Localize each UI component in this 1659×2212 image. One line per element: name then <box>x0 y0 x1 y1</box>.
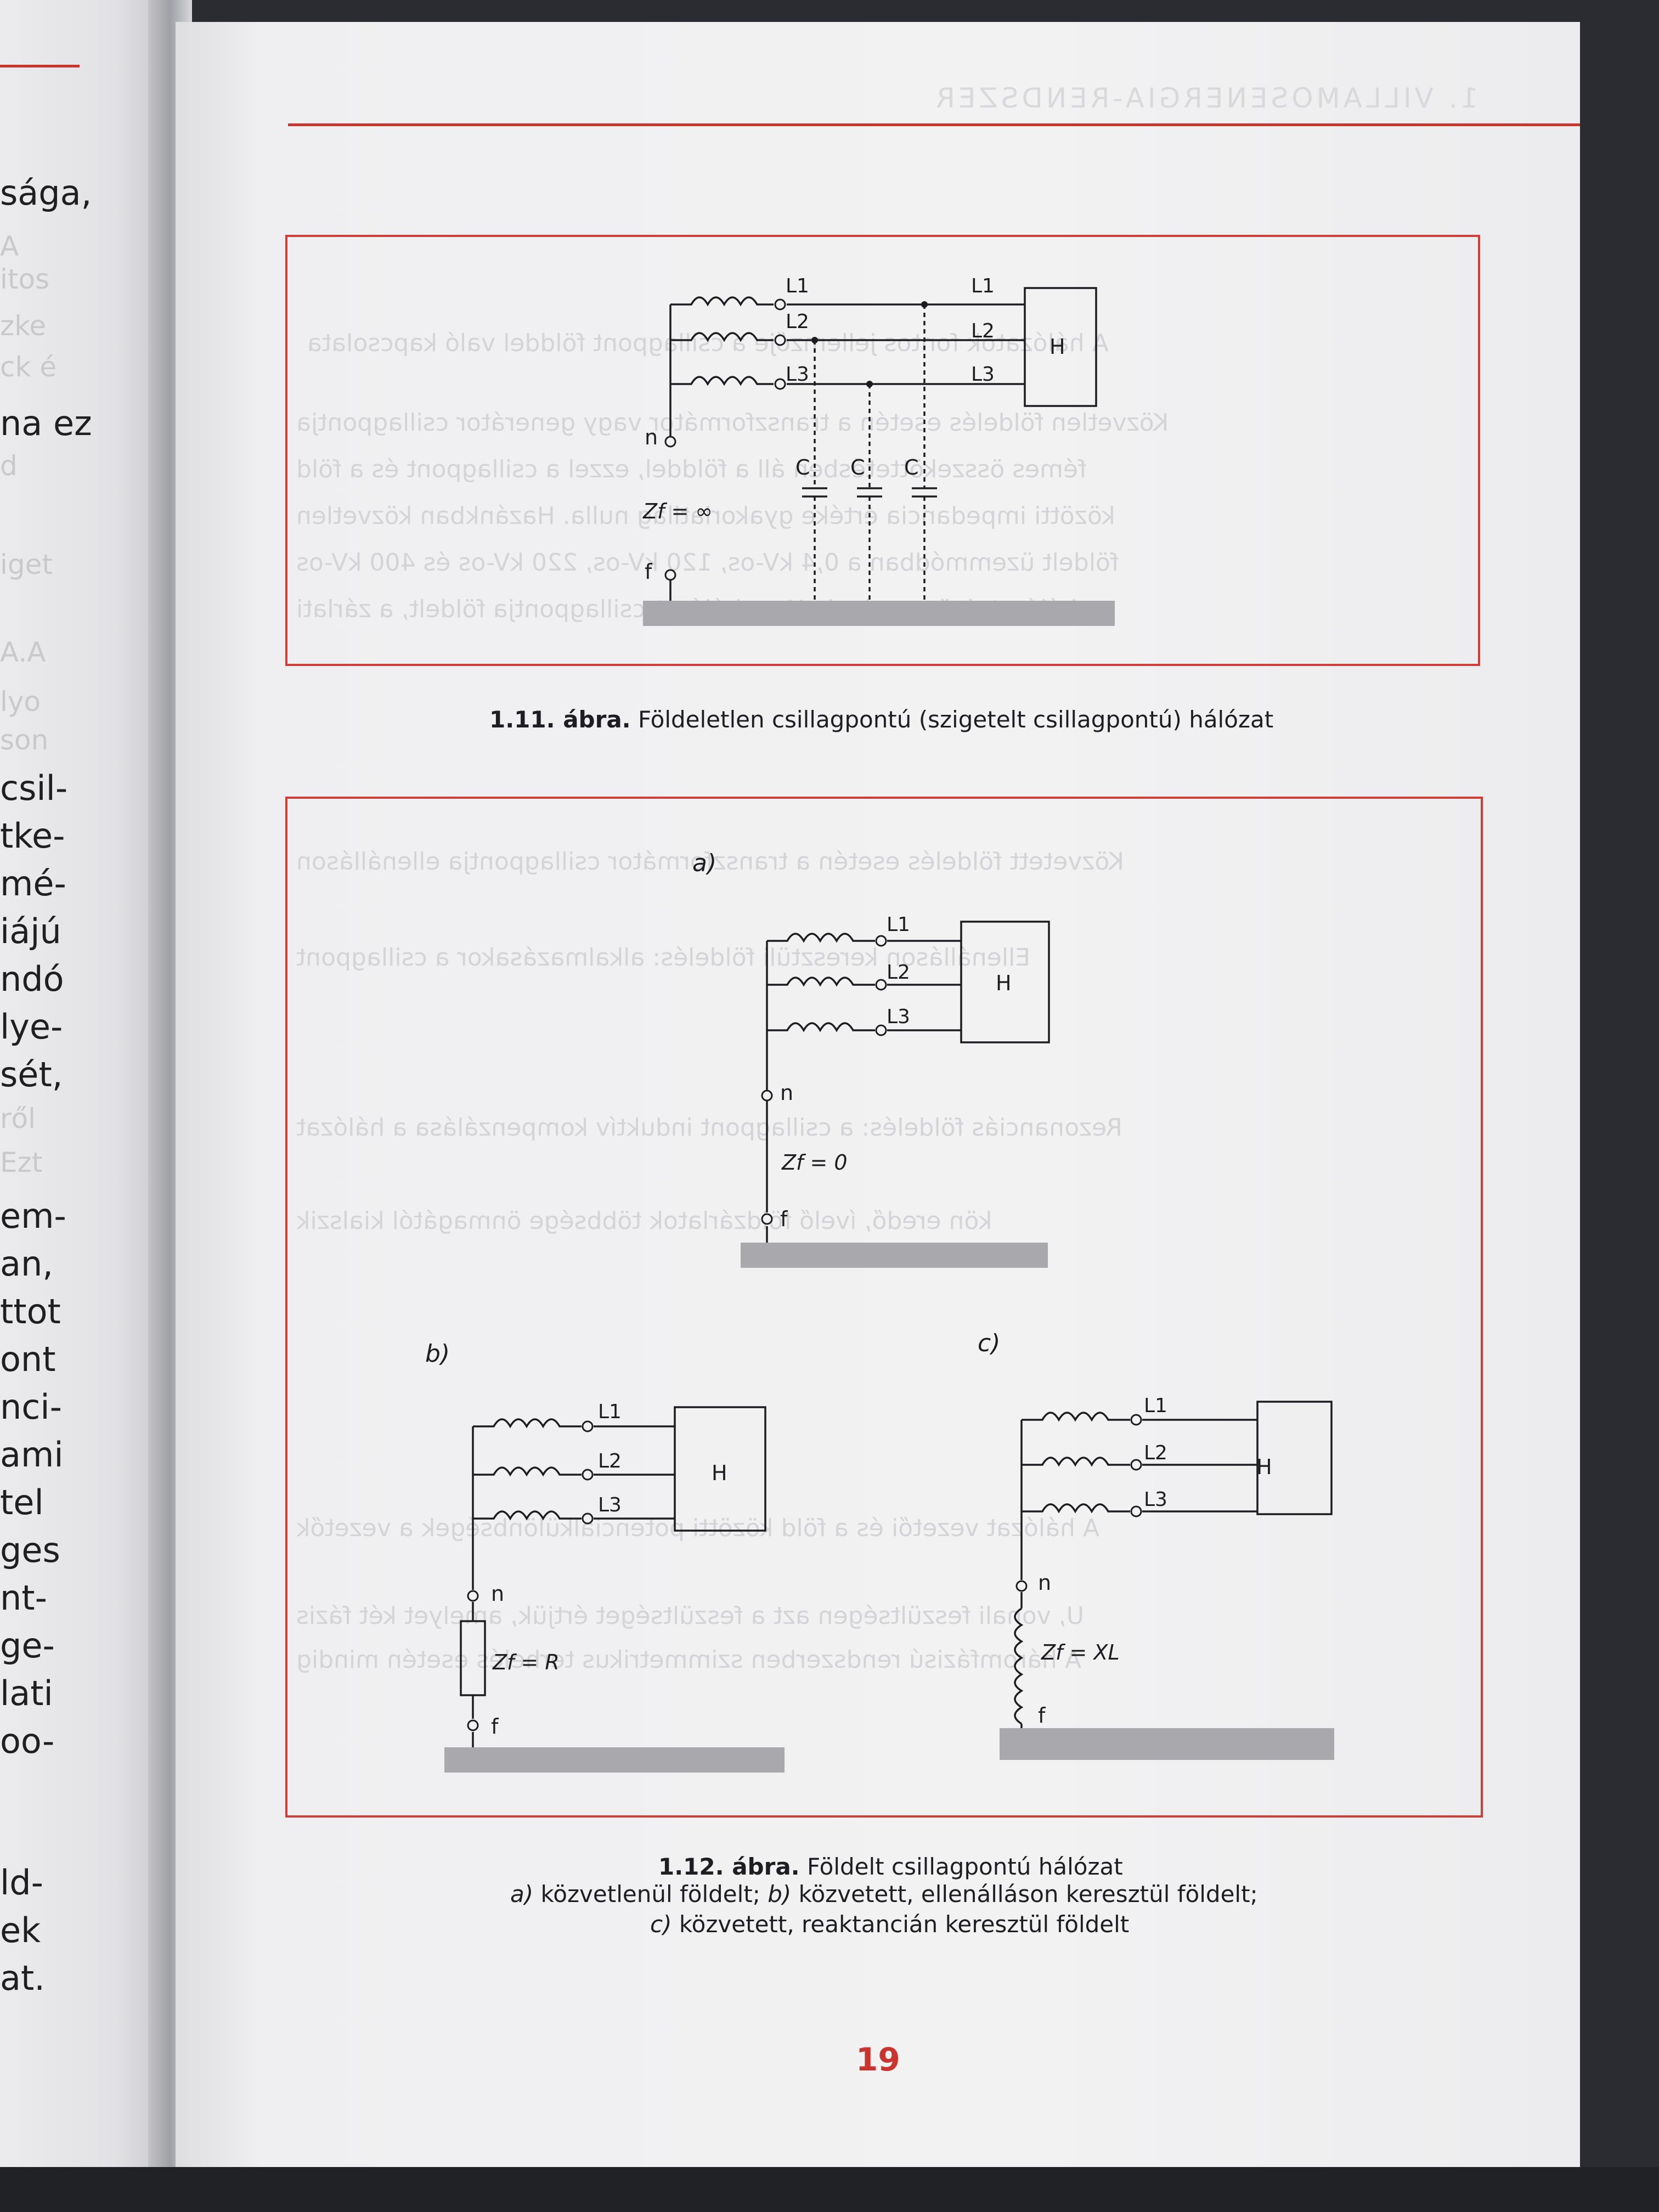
fig11-l2-left: L2 <box>786 311 809 333</box>
left-text-fragment: oo- <box>0 1721 55 1761</box>
caption-b-tag: b) <box>768 1881 792 1908</box>
fig11-l2-right: L2 <box>971 320 995 342</box>
fig11-ground-label: f <box>645 560 653 584</box>
figure-1-12-title: Földelt csillagpontú hálózat <box>799 1853 1123 1880</box>
caption-a-tag: a) <box>510 1881 534 1908</box>
desk-background <box>0 2167 1659 2212</box>
left-text-fragment: ld- <box>0 1863 43 1903</box>
left-page: A itos zke ck é d iget A.A lyo son ről E… <box>0 0 165 2212</box>
left-ghost-text: ck é <box>0 351 57 383</box>
left-ghost-text: d <box>0 450 18 482</box>
ground-bar <box>444 1747 785 1773</box>
left-text-fragment: sága, <box>0 173 92 213</box>
left-text-fragment: sét, <box>0 1054 63 1094</box>
figure-1-12-number: 1.12. ábra. <box>658 1853 800 1880</box>
left-ghost-text: itos <box>0 263 50 295</box>
fig12c-neutral: n <box>1038 1571 1051 1595</box>
left-text-fragment: an, <box>0 1244 53 1284</box>
fig12b-ground: f <box>491 1714 499 1739</box>
left-text-fragment: ge- <box>0 1626 55 1666</box>
left-ghost-text: zke <box>0 310 47 342</box>
fig12b-l2: L2 <box>598 1450 622 1472</box>
left-text-fragment: iájú <box>0 911 61 951</box>
figure-1-12-frame <box>285 797 1483 1818</box>
figure-1-12-caption-line3: c) közvetett, reaktancián keresztül föld… <box>650 1911 1129 1938</box>
ground-bar <box>1000 1728 1334 1760</box>
left-text-fragment: ont <box>0 1339 56 1379</box>
fig12b-load: H <box>712 1461 727 1485</box>
left-ghost-text: ről <box>0 1103 36 1135</box>
fig11-load-label: H <box>1049 335 1065 359</box>
caption-b-text: közvetett, ellenálláson keresztül földel… <box>791 1881 1258 1908</box>
left-text-fragment: mé- <box>0 864 66 904</box>
caption-c-tag: c) <box>650 1911 672 1938</box>
header-rule <box>288 123 1580 126</box>
figure-1-12-caption-line1: 1.12. ábra. Földelt csillagpontú hálózat <box>658 1853 1123 1880</box>
left-ghost-text: Ezt <box>0 1147 43 1178</box>
figure-1-11-title: Földeletlen csillagpontú (szigetelt csil… <box>630 706 1274 733</box>
left-text-fragment: tel <box>0 1482 44 1522</box>
left-text-fragment: tke- <box>0 816 65 856</box>
fig11-l3-left: L3 <box>786 363 809 386</box>
left-ghost-text: son <box>0 724 49 756</box>
fig11-l1-left: L1 <box>786 275 809 297</box>
left-text-fragment: lati <box>0 1673 53 1713</box>
page-number: 19 <box>856 2041 900 2078</box>
left-text-fragment: at. <box>0 1958 46 1998</box>
left-ghost-text: iget <box>0 549 53 580</box>
left-text-fragment: nt- <box>0 1578 47 1618</box>
fig12b-l3: L3 <box>598 1494 622 1516</box>
fig12c-l2: L2 <box>1144 1442 1167 1464</box>
fig12c-ground: f <box>1038 1703 1046 1728</box>
left-text-fragment: csil- <box>0 768 68 808</box>
fig12a-load: H <box>996 971 1012 995</box>
ground-bar <box>741 1243 1048 1268</box>
caption-a-text: közvetlenül földelt; <box>533 1881 768 1908</box>
fig11-l1-right: L1 <box>971 275 995 297</box>
fig12a-neutral: n <box>780 1081 793 1105</box>
fig11-c2-label: C <box>850 455 865 479</box>
fig12c-impedance: Zf = XL <box>1041 1640 1120 1664</box>
caption-c-text: közvetett, reaktancián keresztül földelt <box>672 1911 1130 1938</box>
fig12c-tag: c) <box>978 1329 1000 1357</box>
fig12c-l1: L1 <box>1144 1395 1167 1417</box>
fig12a-l1: L1 <box>887 913 910 936</box>
fig12b-l1: L1 <box>598 1401 622 1423</box>
left-text-fragment: lye- <box>0 1007 63 1047</box>
fig12b-impedance: Zf = R <box>492 1650 560 1674</box>
fig11-c3-label: C <box>904 455 919 479</box>
fig11-l3-right: L3 <box>971 363 995 386</box>
fig11-c1-label: C <box>795 455 810 479</box>
left-ghost-text: A.A <box>0 636 46 668</box>
fig11-neutral-label: n <box>645 425 658 449</box>
left-text-fragment: na ez <box>0 403 92 443</box>
fig12a-impedance: Zf = 0 <box>781 1150 848 1175</box>
figure-1-11-caption: 1.11. ábra. Földeletlen csillagpontú (sz… <box>489 706 1273 733</box>
figure-1-12-caption-line2: a) közvetlenül földelt; b) közvetett, el… <box>510 1881 1258 1908</box>
fig11-impedance-label: Zf = ∞ <box>642 499 713 523</box>
left-text-fragment: ges <box>0 1530 60 1570</box>
fig12c-load: H <box>1256 1455 1272 1479</box>
ground-bar <box>643 601 1115 626</box>
fig12a-l3: L3 <box>887 1006 910 1028</box>
left-ghost-text: lyo <box>0 686 41 718</box>
left-text-fragment: em- <box>0 1196 66 1236</box>
left-text-fragment: ndó <box>0 959 64 999</box>
left-text-fragment: ttot <box>0 1291 61 1331</box>
left-text-fragment: ami <box>0 1435 64 1475</box>
fig12a-l2: L2 <box>887 961 910 984</box>
left-page-header-rule <box>0 65 80 67</box>
left-ghost-text: A <box>0 230 19 262</box>
left-text-fragment: nci- <box>0 1387 62 1427</box>
fig12a-ground: f <box>780 1207 788 1231</box>
fig12b-neutral: n <box>491 1582 504 1606</box>
figure-1-11-number: 1.11. ábra. <box>489 706 631 733</box>
fig12c-l3: L3 <box>1144 1488 1167 1511</box>
fig12a-tag: a) <box>692 849 716 877</box>
fig12b-tag: b) <box>425 1340 450 1368</box>
figure-1-11-frame <box>285 235 1480 666</box>
left-text-fragment: ek <box>0 1910 41 1950</box>
